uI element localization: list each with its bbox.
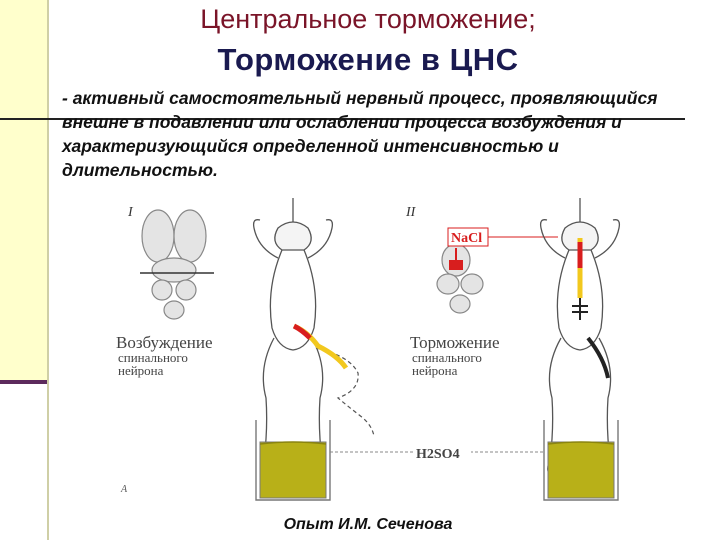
acid-beaker-right: [543, 420, 619, 501]
right-label-sub2: нейрона: [412, 363, 458, 378]
frog-left: [252, 198, 334, 479]
slide-title: Центральное торможение;: [200, 4, 536, 34]
left-label-sub1: спинального: [118, 350, 188, 365]
left-label-sub2: нейрона: [118, 363, 164, 378]
definition-text: - активный самостоятельный нервный проце…: [62, 88, 658, 180]
right-label-sub1: спинального: [412, 350, 482, 365]
brain-diagram-left: [140, 209, 214, 320]
inhibition-mark: [572, 298, 588, 320]
definition-rule: [0, 118, 685, 120]
sidebar-decoration: [0, 0, 47, 383]
brain-diagram-right: [436, 243, 484, 314]
right-label-main: Торможение: [410, 333, 500, 352]
sidebar-accent-line: [0, 380, 47, 384]
salt-crystal: [449, 260, 463, 270]
vertical-divider: [47, 0, 49, 540]
panel-numeral-left: I: [127, 205, 134, 220]
acid-beaker-left: [255, 420, 331, 501]
acid-label: H2SO4: [416, 447, 460, 462]
left-label-main: Возбуждение: [116, 333, 213, 352]
reflex-leg-dashed: [315, 347, 375, 437]
salt-label: NaCl: [451, 231, 482, 246]
sechenov-experiment-figure: I II Возбуждение спинального нейрона: [88, 198, 680, 502]
corner-letter: A: [120, 484, 128, 495]
panel-numeral-right: II: [405, 205, 417, 220]
slide-subtitle: Торможение в ЦНС: [217, 42, 519, 77]
figure-caption: Опыт И.М. Сеченова: [283, 516, 453, 533]
